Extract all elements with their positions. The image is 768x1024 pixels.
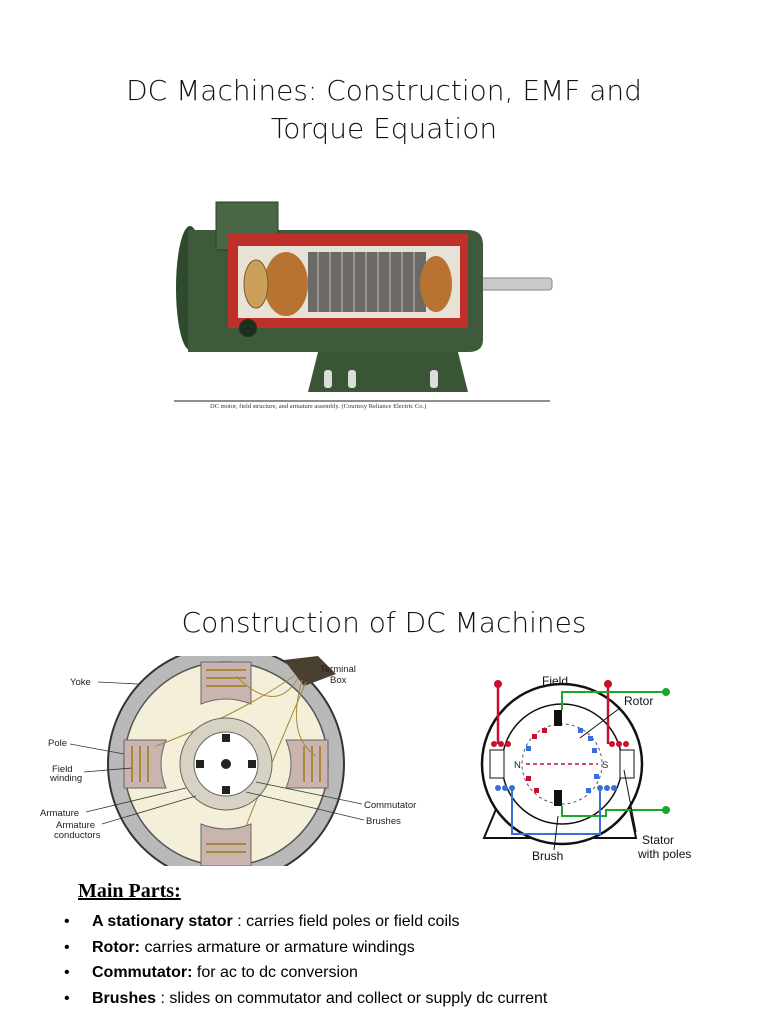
label-armature: Armature — [40, 808, 79, 819]
poles — [123, 661, 329, 866]
title-line-1: DC Machines: Construction, EMF and — [126, 74, 642, 107]
label-rotor: Rotor — [624, 694, 653, 708]
label-field-schematic: Field — [542, 674, 568, 688]
part-desc: slides on commutator and collect or supp… — [169, 989, 548, 1007]
end-winding-right — [420, 256, 452, 312]
terminal-box — [284, 656, 336, 686]
list-item: •Brushes : slides on commutator and coll… — [64, 986, 547, 1012]
part-term: Rotor: — [92, 938, 140, 956]
part-term: Commutator: — [92, 964, 193, 981]
label-armature-conductors-2: conductors — [54, 830, 101, 841]
dc-machine-schematic-diagram: Field Rotor Brush Stator with poles N S — [480, 674, 691, 863]
label-field: Field — [52, 764, 73, 775]
bullet: • — [64, 938, 70, 956]
list-item: • Rotor: carries armature or armature win… — [64, 935, 547, 961]
rotor-wires — [561, 691, 666, 817]
slide-title-1: DC Machines: Construction, EMF and Torqu… — [0, 72, 768, 148]
part-desc: for ac to dc conversion — [196, 964, 358, 981]
vent-hole — [239, 319, 257, 337]
bullet: • — [64, 964, 70, 981]
label-armature-conductors-1: Armature — [56, 820, 95, 831]
label-s-pole: S — [602, 760, 608, 771]
bullet: • — [64, 913, 70, 930]
brush-top — [554, 710, 562, 726]
brush-bottom — [554, 790, 562, 806]
label-box: Box — [330, 675, 347, 686]
label-pole: Pole — [48, 738, 67, 749]
label-brushes: Brushes — [366, 816, 401, 827]
list-item: •A stationary stator : carries field pol… — [64, 909, 547, 935]
main-parts-list: •A stationary stator : carries field pol… — [64, 909, 547, 1011]
end-winding-left — [264, 252, 308, 316]
label-winding: winding — [49, 773, 82, 784]
label-yoke: Yoke — [70, 677, 91, 688]
label-commutator: Commutator — [364, 800, 416, 811]
commutator — [243, 259, 269, 309]
motor-foot — [308, 352, 468, 392]
dc-machine-cross-section-diagram: Yoke Terminal Box Pole Field winding Arm… — [40, 656, 416, 866]
field-wires — [496, 686, 610, 744]
bullet: • — [64, 989, 70, 1007]
main-parts-heading: Main Parts: — [78, 880, 181, 902]
part-term: Brushes — [92, 989, 157, 1007]
list-item: • Commutator: for ac to dc conversion — [64, 960, 547, 986]
label-n-pole: N — [514, 760, 521, 771]
label-stator-1: Stator — [642, 833, 674, 847]
photo-caption: DC motor, field structure, and armature … — [210, 403, 427, 410]
title-line-2: Torque Equation — [270, 112, 498, 145]
part-desc: carries field poles or field coils — [246, 913, 460, 930]
part-term: A stationary stator — [92, 913, 233, 930]
label-stator-2: with poles — [637, 847, 691, 861]
part-desc: carries armature or armature windings — [144, 938, 415, 956]
label-brush: Brush — [532, 849, 563, 863]
label-terminal: Terminal — [320, 664, 356, 675]
dc-motor-cutaway-photo — [168, 200, 568, 412]
rotor-conductors — [526, 728, 599, 793]
field-windings — [131, 669, 321, 853]
slide-title-2: Construction of DC Machines — [181, 606, 587, 639]
